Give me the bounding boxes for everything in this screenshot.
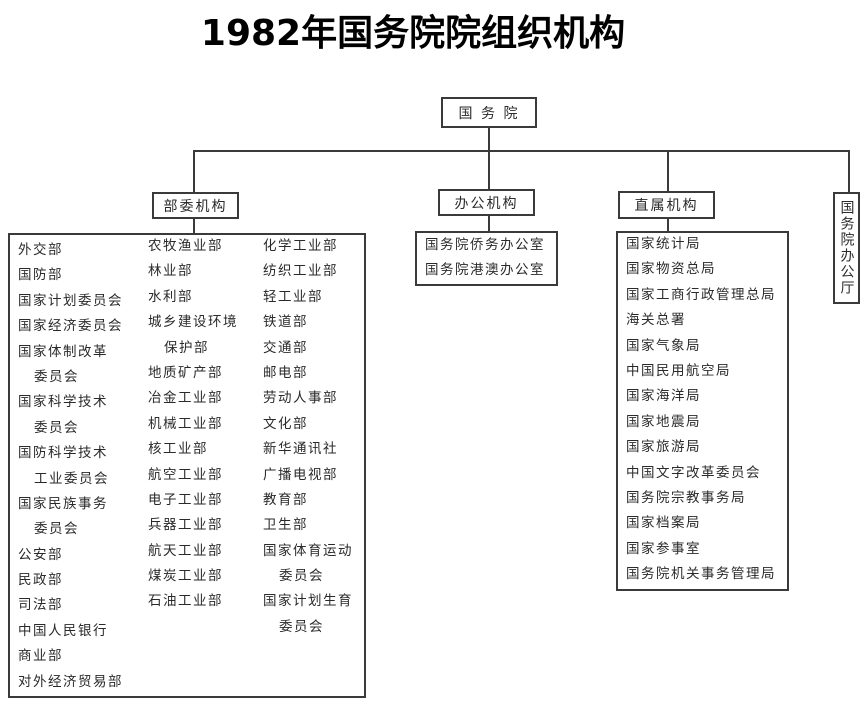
list-item: 国务院宗教事务局 <box>626 489 746 506</box>
list-item: 轻工业部 <box>263 288 323 305</box>
ministries-header-box: 部委机构 <box>152 192 239 219</box>
list-item: 机械工业部 <box>148 415 223 432</box>
list-item: 中国文字改革委员会 <box>626 464 761 481</box>
list-item: 国家统计局 <box>626 236 701 252</box>
connector-direct <box>667 150 669 192</box>
list-item: 电子工业部 <box>148 491 223 508</box>
list-item: 化学工业部 <box>263 238 338 254</box>
list-item: 中国人民银行 <box>18 622 108 639</box>
list-item: 司法部 <box>18 597 63 614</box>
direct-list: 国家统计局 国家物资总局 国家工商行政管理总局 海关总署 国家气象局 中国民用航… <box>626 232 776 587</box>
list-item: 外交部 <box>18 242 63 258</box>
list-item: 对外经济贸易部 <box>18 673 123 690</box>
list-item: 国家计划生育 <box>263 593 353 610</box>
connector-ministries <box>193 150 195 193</box>
connector-root-down <box>488 127 490 151</box>
ministries-header-label: 部委机构 <box>163 198 228 215</box>
list-item: 委员会 <box>34 521 79 538</box>
list-item: 工业委员会 <box>34 470 109 487</box>
list-item: 国家体育运动 <box>263 542 353 559</box>
list-item: 国家工商行政管理总局 <box>626 286 776 303</box>
list-item: 纺织工业部 <box>263 263 338 280</box>
list-item: 林业部 <box>148 263 193 280</box>
list-item: 中国民用航空局 <box>626 362 731 379</box>
list-item: 地质矿产部 <box>148 364 223 381</box>
state-council-box: 国 务 院 <box>441 97 537 128</box>
ministries-list-box <box>8 233 366 698</box>
offices-header-label: 办公机构 <box>454 195 519 212</box>
list-item: 邮电部 <box>263 364 308 381</box>
list-item: 国家旅游局 <box>626 439 701 456</box>
list-item: 国防科学技术 <box>18 445 108 462</box>
direct-header-label: 直属机构 <box>634 198 699 214</box>
connector-horizontal-bus <box>193 150 850 152</box>
state-council-label: 国 务 院 <box>458 105 520 122</box>
list-item: 水利部 <box>148 288 193 305</box>
list-item: 兵器工业部 <box>148 517 223 534</box>
ministries-column-2: 农牧渔业部 林业部 水利部 城乡建设环境 保护部 地质矿产部 冶金工业部 机械工… <box>148 234 238 615</box>
list-item: 国家气象局 <box>626 337 701 354</box>
offices-list-box <box>415 231 558 286</box>
connector-ministries-list <box>193 217 195 234</box>
list-item: 保护部 <box>164 339 209 356</box>
list-item: 国家海洋局 <box>626 388 701 405</box>
list-item: 国务院机关事务管理局 <box>626 566 776 583</box>
offices-header-box: 办公机构 <box>438 189 535 216</box>
list-item: 核工业部 <box>148 441 208 458</box>
direct-header-box: 直属机构 <box>618 191 715 219</box>
general-office-label: 国务院办公厅 <box>838 200 855 296</box>
connector-offices <box>488 150 490 190</box>
list-item: 国务院港澳办公室 <box>425 262 545 279</box>
list-item: 国家物资总局 <box>626 261 716 278</box>
list-item: 委员会 <box>34 368 79 385</box>
offices-list: 国务院侨务办公室 国务院港澳办公室 <box>425 233 545 284</box>
list-item: 煤炭工业部 <box>148 568 223 585</box>
general-office-box: 国务院办公厅 <box>833 192 860 304</box>
list-item: 广播电视部 <box>263 466 338 483</box>
list-item: 航天工业部 <box>148 542 223 559</box>
list-item: 国家计划委员会 <box>18 292 123 309</box>
direct-list-box <box>616 231 789 591</box>
list-item: 国家民族事务 <box>18 495 108 512</box>
connector-general-office <box>848 150 850 193</box>
ministries-column-3: 化学工业部 纺织工业部 轻工业部 铁道部 交通部 邮电部 劳动人事部 文化部 新… <box>263 234 353 640</box>
list-item: 国家经济委员会 <box>18 318 123 335</box>
list-item: 海关总署 <box>626 312 686 329</box>
list-item: 文化部 <box>263 415 308 432</box>
list-item: 劳动人事部 <box>263 390 338 407</box>
list-item: 国务院侨务办公室 <box>425 237 545 253</box>
list-item: 航空工业部 <box>148 466 223 483</box>
list-item: 民政部 <box>18 572 63 589</box>
list-item: 商业部 <box>18 648 63 665</box>
list-item: 农牧渔业部 <box>148 238 223 254</box>
list-item: 国家地震局 <box>626 413 701 430</box>
list-item: 国家参事室 <box>626 540 701 557</box>
list-item: 城乡建设环境 <box>148 314 238 331</box>
ministries-column-1: 外交部 国防部 国家计划委员会 国家经济委员会 国家体制改革 委员会 国家科学技… <box>18 238 123 695</box>
list-item: 教育部 <box>263 491 308 508</box>
list-item: 冶金工业部 <box>148 390 223 407</box>
list-item: 国家科学技术 <box>18 394 108 411</box>
list-item: 国防部 <box>18 267 63 284</box>
chart-title: 1982年国务院院组织机构 <box>200 13 626 54</box>
list-item: 公安部 <box>18 546 63 563</box>
list-item: 委员会 <box>34 419 79 436</box>
connector-direct-list <box>667 217 669 232</box>
list-item: 委员会 <box>279 618 324 635</box>
list-item: 卫生部 <box>263 517 308 534</box>
list-item: 铁道部 <box>263 314 308 331</box>
connector-offices-list <box>488 215 490 232</box>
list-item: 国家档案局 <box>626 515 701 532</box>
list-item: 交通部 <box>263 339 308 356</box>
list-item: 国家体制改革 <box>18 343 108 360</box>
list-item: 石油工业部 <box>148 593 223 610</box>
list-item: 委员会 <box>279 568 324 585</box>
list-item: 新华通讯社 <box>263 441 338 458</box>
